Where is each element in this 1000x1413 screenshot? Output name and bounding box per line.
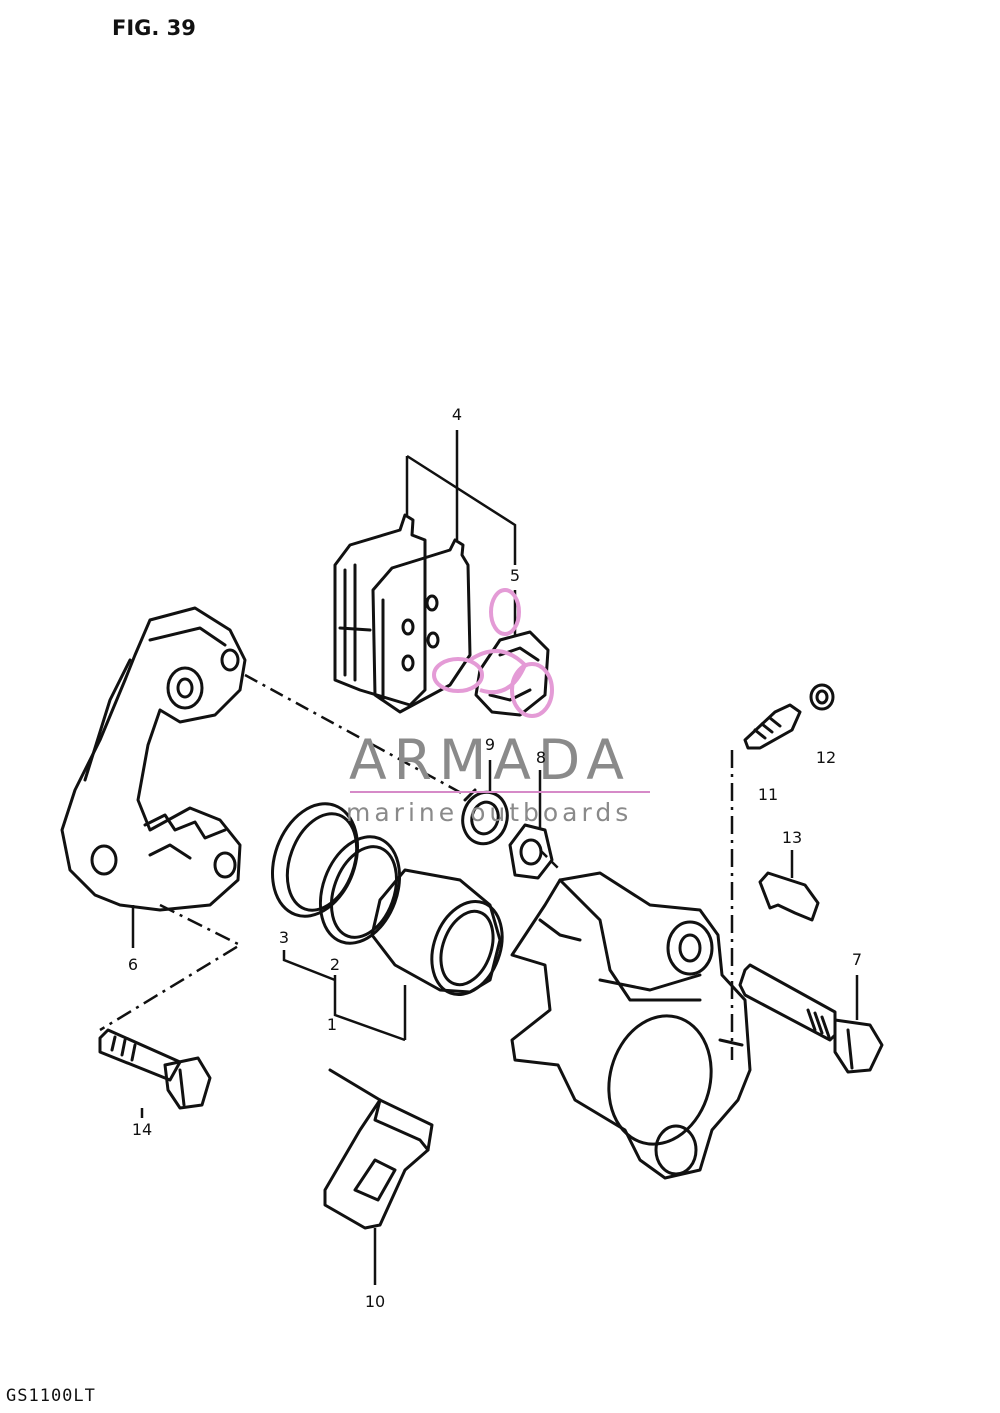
pin-boot	[508, 823, 554, 880]
callout-10: 10	[364, 1292, 386, 1311]
caliper-piston	[370, 868, 504, 996]
watermark-logo	[432, 588, 554, 718]
bleeder-screw	[743, 703, 802, 750]
piston-dust-seal	[270, 802, 360, 918]
pad-clip	[758, 871, 820, 922]
callout-1: 1	[326, 1015, 338, 1034]
watermark-brand: ARMADA	[349, 728, 631, 792]
callout-4: 4	[451, 405, 463, 424]
model-code: GS1100LT	[6, 1386, 96, 1406]
callout-8: 8	[535, 748, 547, 767]
pad-spring	[474, 630, 550, 717]
callout-7: 7	[851, 950, 863, 969]
anti-rattle-spring	[323, 1068, 434, 1230]
watermark-rule	[350, 791, 650, 793]
callout-2: 2	[329, 955, 341, 974]
callout-13: 13	[781, 828, 803, 847]
callout-6: 6	[127, 955, 139, 974]
callout-12: 12	[815, 748, 837, 767]
brake-pad-front	[371, 538, 472, 714]
callout-3: 3	[278, 928, 290, 947]
mounting-bolt-14	[98, 1028, 212, 1110]
watermark-tagline: marine outboards	[346, 798, 633, 827]
figure-title: FIG. 39	[112, 16, 196, 40]
callout-14: 14	[131, 1120, 153, 1139]
callout-5: 5	[509, 566, 521, 585]
callout-11: 11	[757, 785, 779, 804]
leader-lines	[99, 430, 859, 1285]
brake-pad-rear	[333, 513, 427, 707]
caliper-body	[510, 871, 752, 1180]
caliper-holder	[60, 606, 247, 912]
mounting-bolt-7	[738, 963, 884, 1074]
callout-9: 9	[484, 735, 496, 754]
piston-seal	[318, 835, 402, 945]
bleeder-cap	[809, 683, 835, 711]
